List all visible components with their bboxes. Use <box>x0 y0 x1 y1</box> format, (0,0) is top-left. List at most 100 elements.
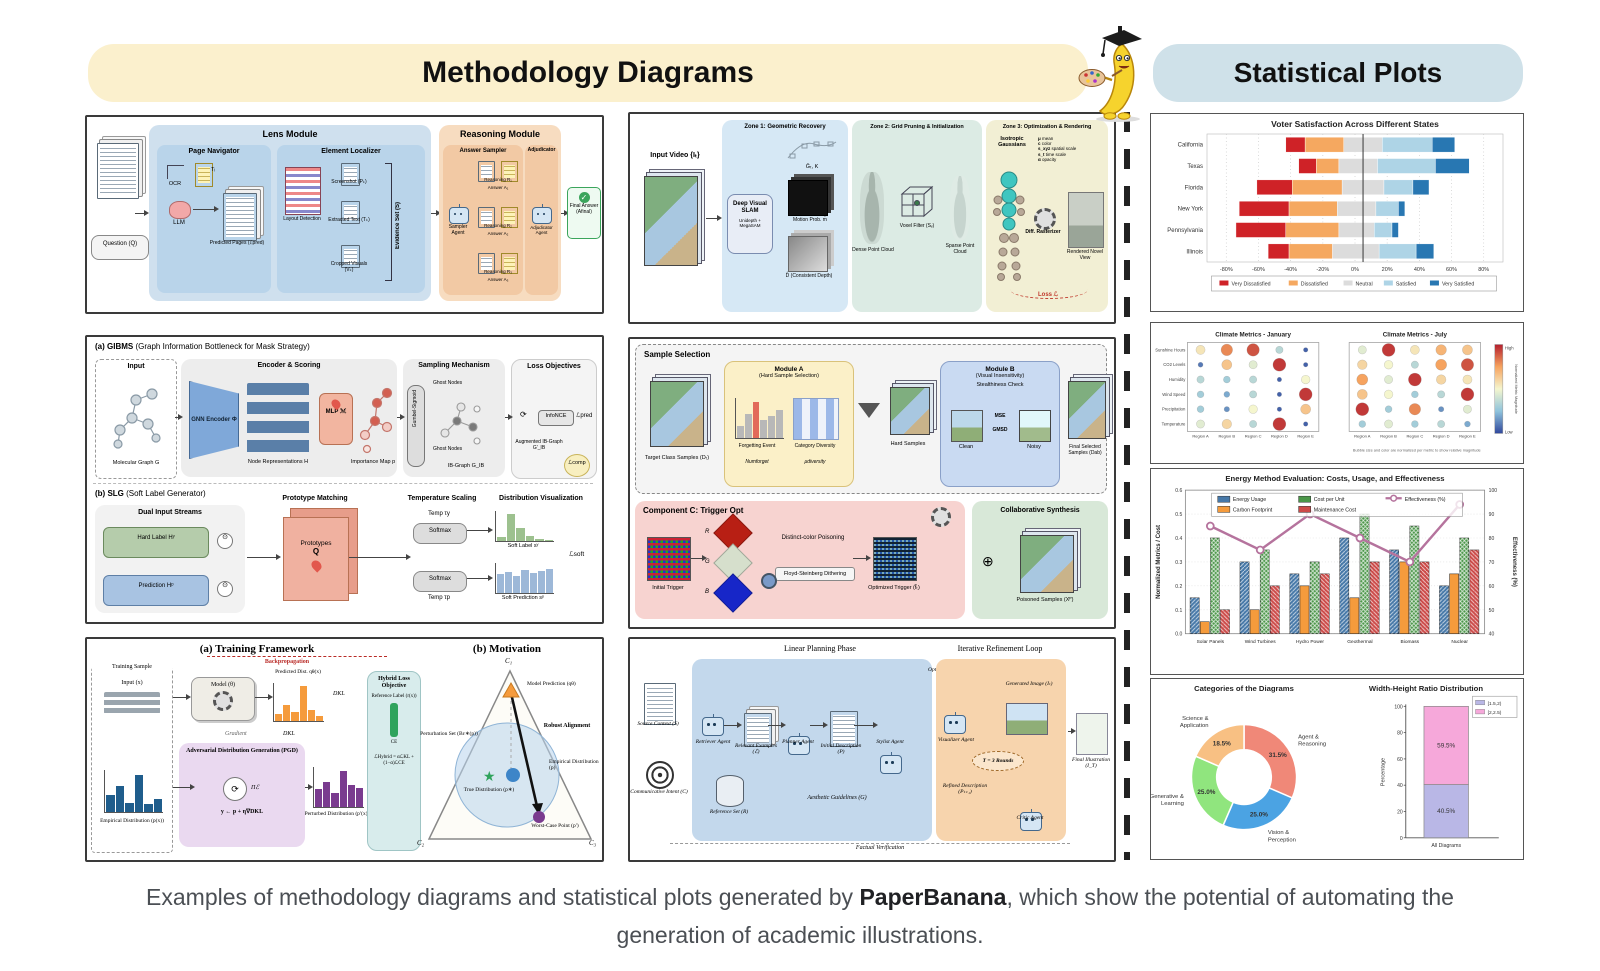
poisoned-samples-label: Poisoned Samples (Xᴾ) <box>1016 597 1074 603</box>
zone1-title: Zone 1: Geometric Recovery <box>744 124 826 130</box>
optimized-trigger-icon <box>873 537 917 581</box>
arrow-c1 <box>691 554 707 561</box>
svg-text:Carbon Footprint: Carbon Footprint <box>1233 507 1273 513</box>
svg-text:31.5%: 31.5% <box>1269 752 1287 759</box>
svg-text:25.0%: 25.0% <box>1197 789 1215 796</box>
svg-text:Categories of the Diagrams: Categories of the Diagrams <box>1194 684 1294 693</box>
page-navigator-box: Page Navigator OCR Tᵢ LLM Predicted Page… <box>157 145 271 293</box>
arrow-g1 <box>175 413 183 420</box>
svg-text:70: 70 <box>1489 560 1495 566</box>
document-stack-icon <box>97 143 139 199</box>
arrow-s4 <box>467 574 493 581</box>
r-label: R <box>705 529 710 535</box>
noisy-image-icon <box>1019 410 1051 442</box>
adg-box: Adversarial Distribution Generation (PGD… <box>179 743 305 847</box>
svg-text:20%: 20% <box>1382 267 1393 273</box>
caption-brand: PaperBanana <box>859 884 1007 910</box>
svg-text:0.0: 0.0 <box>1175 632 1182 638</box>
svg-text:Low: Low <box>1505 429 1514 434</box>
svg-text:60: 60 <box>1489 584 1495 590</box>
svg-text:80: 80 <box>1397 731 1403 737</box>
linear-phase-title: Linear Planning Phase <box>784 644 856 653</box>
generated-image-label: Generated Image (Iₜ) <box>1005 681 1053 687</box>
svg-text:★: ★ <box>483 768 496 784</box>
encoder-scoring-box: Encoder & Scoring GNN Encoder Φ Node Rep… <box>181 359 397 477</box>
svg-text:Voter Satisfaction Across Diff: Voter Satisfaction Across Different Stat… <box>1271 119 1439 129</box>
relevant-examples-label: Relevant Examples (ℰ) <box>735 743 777 756</box>
svg-text:Florida: Florida <box>1185 185 1204 191</box>
model-box: Model (θ) <box>191 677 255 721</box>
intent-target-icon <box>646 761 674 789</box>
arrow-s1 <box>247 553 281 560</box>
svg-text:Solar Panels: Solar Panels <box>1197 639 1225 645</box>
floyd-steinberg-box: Floyd-Steinberg Dithering <box>775 567 855 582</box>
component-c-title: Component C: Trigger Opt <box>643 506 744 515</box>
gmsd-label: GMSD <box>992 427 1008 433</box>
svg-text:Region B: Region B <box>1219 434 1236 439</box>
num-forget-label: Numforget <box>745 459 769 465</box>
svg-text:Dissatisfied: Dissatisfied <box>1301 282 1328 288</box>
initial-description-icon <box>830 711 858 747</box>
predicted-pages-label: Predicted Pages (ℰpred) <box>209 240 265 246</box>
l-comp-badge: ℒcomp <box>564 454 590 477</box>
b-label: B <box>705 589 710 595</box>
predicted-dist-label: Predicted Dist. qθ(x) <box>275 669 321 675</box>
rasterizer-icon <box>1034 208 1056 230</box>
c2-label: C₂ <box>417 839 425 847</box>
retriever-agent-label: Retriever Agent <box>695 739 731 745</box>
refinement-region: Visualizer Agent Generated Image (Iₜ) T … <box>936 659 1066 841</box>
arrow-p3 <box>810 721 828 728</box>
pi-epsilon-label: Πℰ <box>251 785 259 791</box>
slam-label: Deep Visual SLAM <box>733 201 767 214</box>
dense-cloud-icon <box>860 172 884 244</box>
mlp-box: MLP ℳ <box>319 393 353 445</box>
soft-prediction-caption: Soft Prediction sᵖ <box>501 595 545 601</box>
final-samples-label: Final Selected Samples (Dab) <box>1068 444 1102 456</box>
answer-sampler-title: Answer Sampler <box>459 148 507 154</box>
svg-text:Region A: Region A <box>1354 434 1371 439</box>
svg-text:Vision &: Vision & <box>1268 830 1289 836</box>
answer-doc-icon <box>501 207 518 228</box>
reasoning-label: Reasoning R₁ <box>484 177 512 182</box>
reasoning-module-region: Reasoning Module Answer Sampler Sampler … <box>439 125 561 301</box>
svg-text:-40%: -40% <box>1284 267 1297 273</box>
check-icon: ✓ <box>578 192 590 203</box>
forgetting-histogram <box>735 398 784 439</box>
critic-agent-label: Critic Agent <box>1016 815 1044 821</box>
zone2-title: Zone 2: Grid Pruning & Initialization <box>870 124 964 130</box>
ti-label: Tᵢ <box>211 167 216 173</box>
zones-diagram: Input Video {Iₜ} Zone 1: Geometric Recov… <box>628 112 1116 324</box>
arrow-p5 <box>1068 727 1076 734</box>
svg-text:Width-Height Ratio Distributio: Width-Height Ratio Distribution <box>1369 684 1483 693</box>
svg-text:60%: 60% <box>1446 267 1457 273</box>
layout-detection-label: Layout Detection <box>283 216 321 222</box>
statistical-banner-label: Statistical Plots <box>1233 57 1443 88</box>
softmax-bottom-pill: Softmax <box>413 571 467 592</box>
answer-doc-icon <box>501 161 518 182</box>
refinement-loop-title: Iterative Refinement Loop <box>957 644 1043 653</box>
robust-alignment-label: Robust Alignment <box>543 723 591 729</box>
diversity-matrix-icon <box>793 398 839 440</box>
svg-text:59.5%: 59.5% <box>1437 742 1455 749</box>
dense-cloud-label: Dense Point Cloud <box>852 247 894 253</box>
rendered-view-label: Rendered Novel View <box>1066 249 1104 261</box>
rendered-view-icon <box>1068 192 1104 248</box>
reference-bar-icon <box>390 702 398 737</box>
sample-selection-diagram: Sample Selection Target Class Samples (D… <box>628 337 1116 629</box>
predicted-pages-icon <box>223 193 257 241</box>
svg-text:0.3: 0.3 <box>1175 560 1182 566</box>
svg-text:Satisfied: Satisfied <box>1396 282 1416 288</box>
sampling-mechanism-title: Sampling Mechanism <box>418 362 490 369</box>
section-divider <box>1124 112 1130 860</box>
svg-text:Normalized Metrics / Cost: Normalized Metrics / Cost <box>1156 525 1162 599</box>
video-frames-icon <box>644 176 698 266</box>
svg-text:Climate Metrics - July: Climate Metrics - July <box>1383 331 1448 338</box>
importance-map-icon <box>359 387 393 454</box>
page-navigator-title: Page Navigator <box>188 148 240 155</box>
component-c-box: Component C: Trigger Opt Initial Trigger… <box>635 501 965 619</box>
zone1-region: Zone 1: Geometric Recovery Deep Visual S… <box>722 120 848 312</box>
figure-caption: Examples of methodology diagrams and sta… <box>0 878 1600 954</box>
module-b-box: Module B (Visual Insensitivity) Stealthi… <box>940 361 1060 487</box>
